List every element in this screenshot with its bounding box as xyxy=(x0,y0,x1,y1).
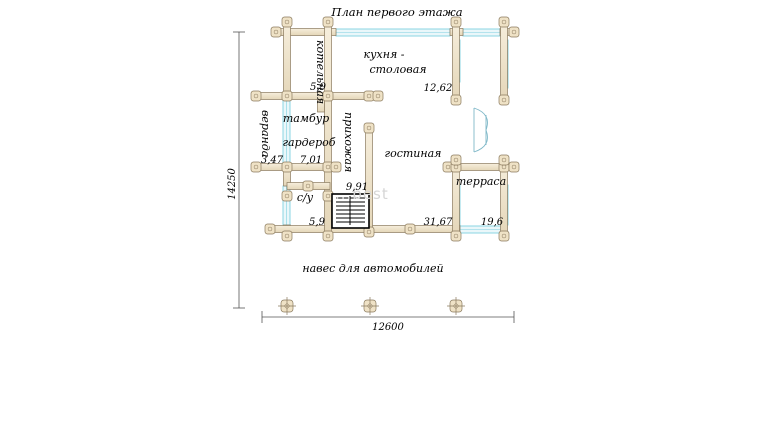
log-end-ring xyxy=(453,233,459,239)
log-end xyxy=(450,154,462,166)
area-kitchen: 12,62 xyxy=(424,83,453,94)
log-end xyxy=(372,90,384,102)
log-end xyxy=(250,90,262,102)
log-end xyxy=(508,161,520,173)
log-end-ring xyxy=(325,164,331,170)
log-end-ring xyxy=(453,19,459,25)
log-end xyxy=(450,16,462,28)
area-boiler: 5,9 xyxy=(310,82,327,93)
room-label-living: гостиная xyxy=(385,147,442,160)
log-end-ring xyxy=(284,164,290,170)
log-end xyxy=(363,90,375,102)
log-end xyxy=(498,16,510,28)
room-label-vestibule: тамбур xyxy=(283,112,329,125)
log-wall xyxy=(452,21,460,101)
log-end-ring xyxy=(407,226,413,232)
log-end xyxy=(508,26,520,38)
log-wall xyxy=(500,21,508,101)
log-end-ring xyxy=(325,19,331,25)
log-end-ring xyxy=(284,233,290,239)
carport-post-ring xyxy=(453,303,459,309)
room-label-kitchen-1: кухня - xyxy=(364,48,405,61)
log-end-ring xyxy=(267,226,273,232)
log-end-ring xyxy=(284,193,290,199)
area-veranda: 3,47 xyxy=(261,155,284,166)
watermark: ...best xyxy=(335,185,389,203)
area-bathroom: 5,9 xyxy=(309,217,326,228)
room-label-hall: прихожая xyxy=(342,112,355,172)
log-end-ring xyxy=(366,229,372,235)
log-end-ring xyxy=(284,93,290,99)
area-living: 31,67 xyxy=(424,217,453,228)
entrance-door xyxy=(473,107,488,153)
room-label-terrace: терраса xyxy=(456,175,506,188)
dimension-height: 14250 xyxy=(227,167,238,199)
log-end xyxy=(302,180,314,192)
room-label-wardrobe: гардероб xyxy=(282,136,335,149)
log-end-ring xyxy=(501,157,507,163)
log-end-ring xyxy=(305,183,311,189)
dimension-lines xyxy=(233,31,515,323)
log-end-ring xyxy=(453,157,459,163)
log-end-ring xyxy=(511,164,517,170)
log-end xyxy=(330,161,342,173)
stairs xyxy=(331,193,370,229)
log-end xyxy=(498,154,510,166)
area-stairs: 9,91 xyxy=(346,182,368,193)
log-end-ring xyxy=(501,97,507,103)
log-end xyxy=(450,94,462,106)
log-end xyxy=(498,94,510,106)
room-label-carport: навес для автомобилей xyxy=(302,262,443,275)
carport-post-ring xyxy=(284,303,290,309)
area-terrace: 19,6 xyxy=(481,217,504,228)
log-end-ring xyxy=(511,29,517,35)
log-end-ring xyxy=(253,164,259,170)
log-end xyxy=(264,223,276,235)
log-end xyxy=(363,122,375,134)
log-end xyxy=(322,16,334,28)
log-end-ring xyxy=(333,164,339,170)
log-end-ring xyxy=(284,19,290,25)
log-end-ring xyxy=(253,93,259,99)
area-wardrobe: 7,01 xyxy=(300,155,322,166)
log-end xyxy=(498,230,510,242)
log-wall xyxy=(283,21,291,101)
log-end-ring xyxy=(273,29,279,35)
room-label-bathroom: с/у xyxy=(297,191,314,204)
log-end xyxy=(281,190,293,202)
carport-posts xyxy=(278,297,465,315)
log-end xyxy=(281,161,293,173)
log-end-ring xyxy=(325,233,331,239)
plan-title: План первого этажа xyxy=(330,5,462,19)
carport-post-ring xyxy=(367,303,373,309)
log-end xyxy=(322,230,334,242)
log-end-ring xyxy=(366,93,372,99)
log-end-ring xyxy=(375,93,381,99)
log-end-ring xyxy=(501,233,507,239)
room-label-veranda: веранда xyxy=(259,110,272,157)
room-label-boiler: котельная xyxy=(314,40,327,104)
log-end-ring xyxy=(325,193,331,199)
log-end-ring xyxy=(453,97,459,103)
log-end xyxy=(281,230,293,242)
log-wall xyxy=(317,99,325,113)
log-walls xyxy=(250,16,520,242)
room-label-kitchen-2: столовая xyxy=(369,63,426,76)
log-end xyxy=(250,161,262,173)
log-end xyxy=(322,90,334,102)
log-end xyxy=(270,26,282,38)
log-end-ring xyxy=(445,164,451,170)
log-end xyxy=(281,16,293,28)
log-end-ring xyxy=(366,125,372,131)
log-end xyxy=(450,230,462,242)
log-end-ring xyxy=(501,19,507,25)
log-end xyxy=(404,223,416,235)
dimension-width: 12600 xyxy=(372,322,404,333)
log-end xyxy=(281,90,293,102)
log-end-ring xyxy=(325,93,331,99)
